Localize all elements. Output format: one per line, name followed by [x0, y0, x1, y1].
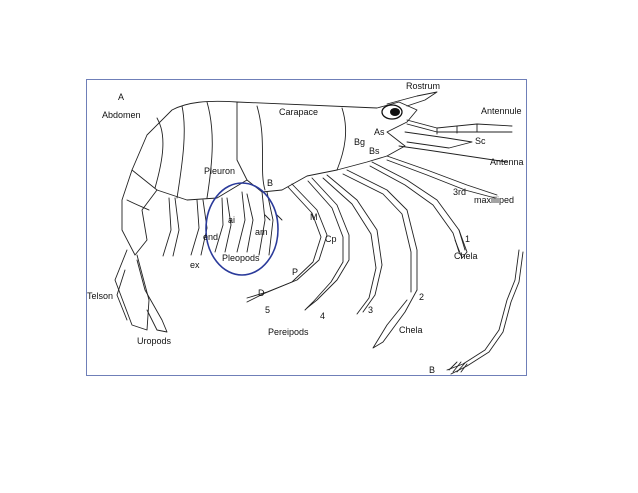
pereiopod-2b — [342, 173, 412, 293]
pereiopod-1b — [369, 165, 460, 253]
pereiopod-1 — [371, 161, 466, 251]
panel-b-appendage-b — [450, 251, 524, 375]
pleopod-6 — [264, 214, 283, 221]
abdomen-tail — [121, 169, 158, 256]
rostrum-label: Rostrum — [406, 81, 441, 91]
uropod-shape-2 — [116, 269, 128, 321]
ex-label: ex — [190, 260, 200, 270]
antenna-label: Antenna — [490, 157, 524, 167]
pleopod-2 — [236, 191, 246, 253]
abdomen-tail-seg — [126, 199, 150, 211]
carapace-groove — [256, 105, 266, 191]
abdomen-seg-line-3 — [154, 117, 164, 189]
two-label: 2 — [419, 292, 425, 302]
pereiopod-4 — [306, 177, 350, 309]
am-label: am — [255, 227, 268, 237]
b-small-label: B — [267, 178, 274, 188]
pereiopod-3b — [322, 177, 377, 315]
panel-a-label: A — [118, 92, 125, 102]
pereiopod-3 — [326, 174, 383, 313]
rostrum-shape — [386, 91, 438, 107]
telson-label: Telson — [87, 291, 114, 301]
uropods-label: Uropods — [137, 336, 172, 346]
abdomen-seg-line-2 — [176, 105, 185, 199]
m-label: M — [310, 212, 318, 222]
as-label: As — [374, 127, 385, 137]
chela-2 — [372, 289, 418, 349]
abdomen-seg-1 — [131, 100, 248, 201]
pereiopod-5 — [246, 183, 328, 299]
pleopods-highlight — [205, 182, 279, 276]
pleopod-5 — [162, 197, 172, 257]
maxilliped-3b — [386, 159, 496, 199]
panel-b-bristles — [448, 361, 468, 373]
carapace-label: Carapace — [279, 107, 319, 117]
scaphocerite — [404, 131, 473, 149]
end-label: end — [203, 232, 219, 242]
bs-label: Bs — [369, 146, 380, 156]
pleopod-1 — [258, 191, 266, 256]
five-label: 5 — [265, 305, 271, 315]
abdomen-seg-line-1 — [206, 101, 213, 199]
maxilliped-label: maxilliped — [474, 195, 515, 205]
telson-shape — [114, 249, 150, 331]
bg-label: Bg — [354, 137, 366, 147]
pleopod-3 — [214, 197, 224, 253]
antennule-2 — [406, 123, 513, 133]
antennule-1 — [406, 119, 513, 129]
pleopod-3b — [224, 197, 232, 253]
pereiopod-4b — [304, 180, 344, 311]
shrimp-anatomy-drawing — [114, 91, 524, 375]
pereiopod-2 — [346, 169, 418, 291]
ai-label: ai — [228, 215, 236, 225]
pleopod-1b — [266, 191, 274, 256]
chela-upper-label: Chela — [454, 251, 478, 261]
pleopods-label: Pleopods — [222, 253, 260, 263]
pereiopod-5b — [246, 186, 322, 303]
pereipods-label: Pereipods — [268, 327, 309, 337]
eye-shape — [381, 104, 403, 120]
eye-pupil — [390, 108, 400, 116]
four-label: 4 — [320, 311, 326, 321]
maxilliped-3 — [386, 155, 498, 196]
abdomen-label: Abdomen — [102, 110, 141, 120]
antennule-seg — [436, 123, 478, 135]
sc-label: Sc — [475, 136, 486, 146]
pleopod-4b — [200, 199, 208, 256]
antenna-shaft — [398, 145, 508, 163]
figure-frame — [86, 79, 527, 376]
pleuron-label: Pleuron — [204, 166, 236, 176]
three-label: 3 — [368, 305, 374, 315]
chela-lower-label: Chela — [399, 325, 423, 335]
pleopod-2b — [246, 193, 254, 253]
third-label: 3rd — [453, 187, 467, 197]
panel-b-appendage — [446, 249, 520, 371]
chela-1 — [454, 229, 468, 259]
uropod-shape — [136, 259, 168, 333]
pleopod-4 — [190, 199, 200, 256]
p-label: P — [292, 267, 299, 277]
carapace-groove-2 — [336, 107, 347, 171]
pleopod-5b — [172, 197, 180, 257]
d-label: D — [258, 288, 265, 298]
one-label: 1 — [465, 234, 471, 244]
panel-b-label: B — [429, 365, 436, 375]
carapace-outline — [236, 101, 418, 193]
cp-label: Cp — [325, 234, 337, 244]
antennule-label: Antennule — [481, 106, 522, 116]
